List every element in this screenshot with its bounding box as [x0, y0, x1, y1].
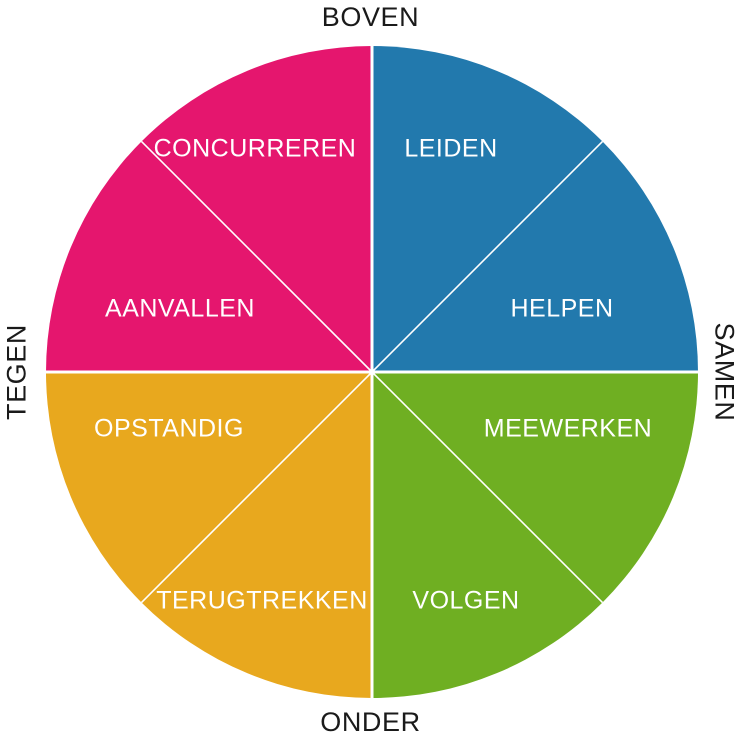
axis-label-top: BOVEN	[321, 2, 420, 32]
wheel-svg	[46, 46, 698, 698]
segment-divider-line	[140, 140, 373, 373]
axis-label-right: SAMEN	[709, 322, 740, 422]
segment-divider-line	[371, 140, 604, 373]
axis-label-left: TEGEN	[1, 324, 32, 421]
segment-divider-line	[140, 371, 373, 604]
segment-divider-line	[371, 371, 604, 604]
axis-label-bottom: ONDER	[320, 707, 421, 737]
